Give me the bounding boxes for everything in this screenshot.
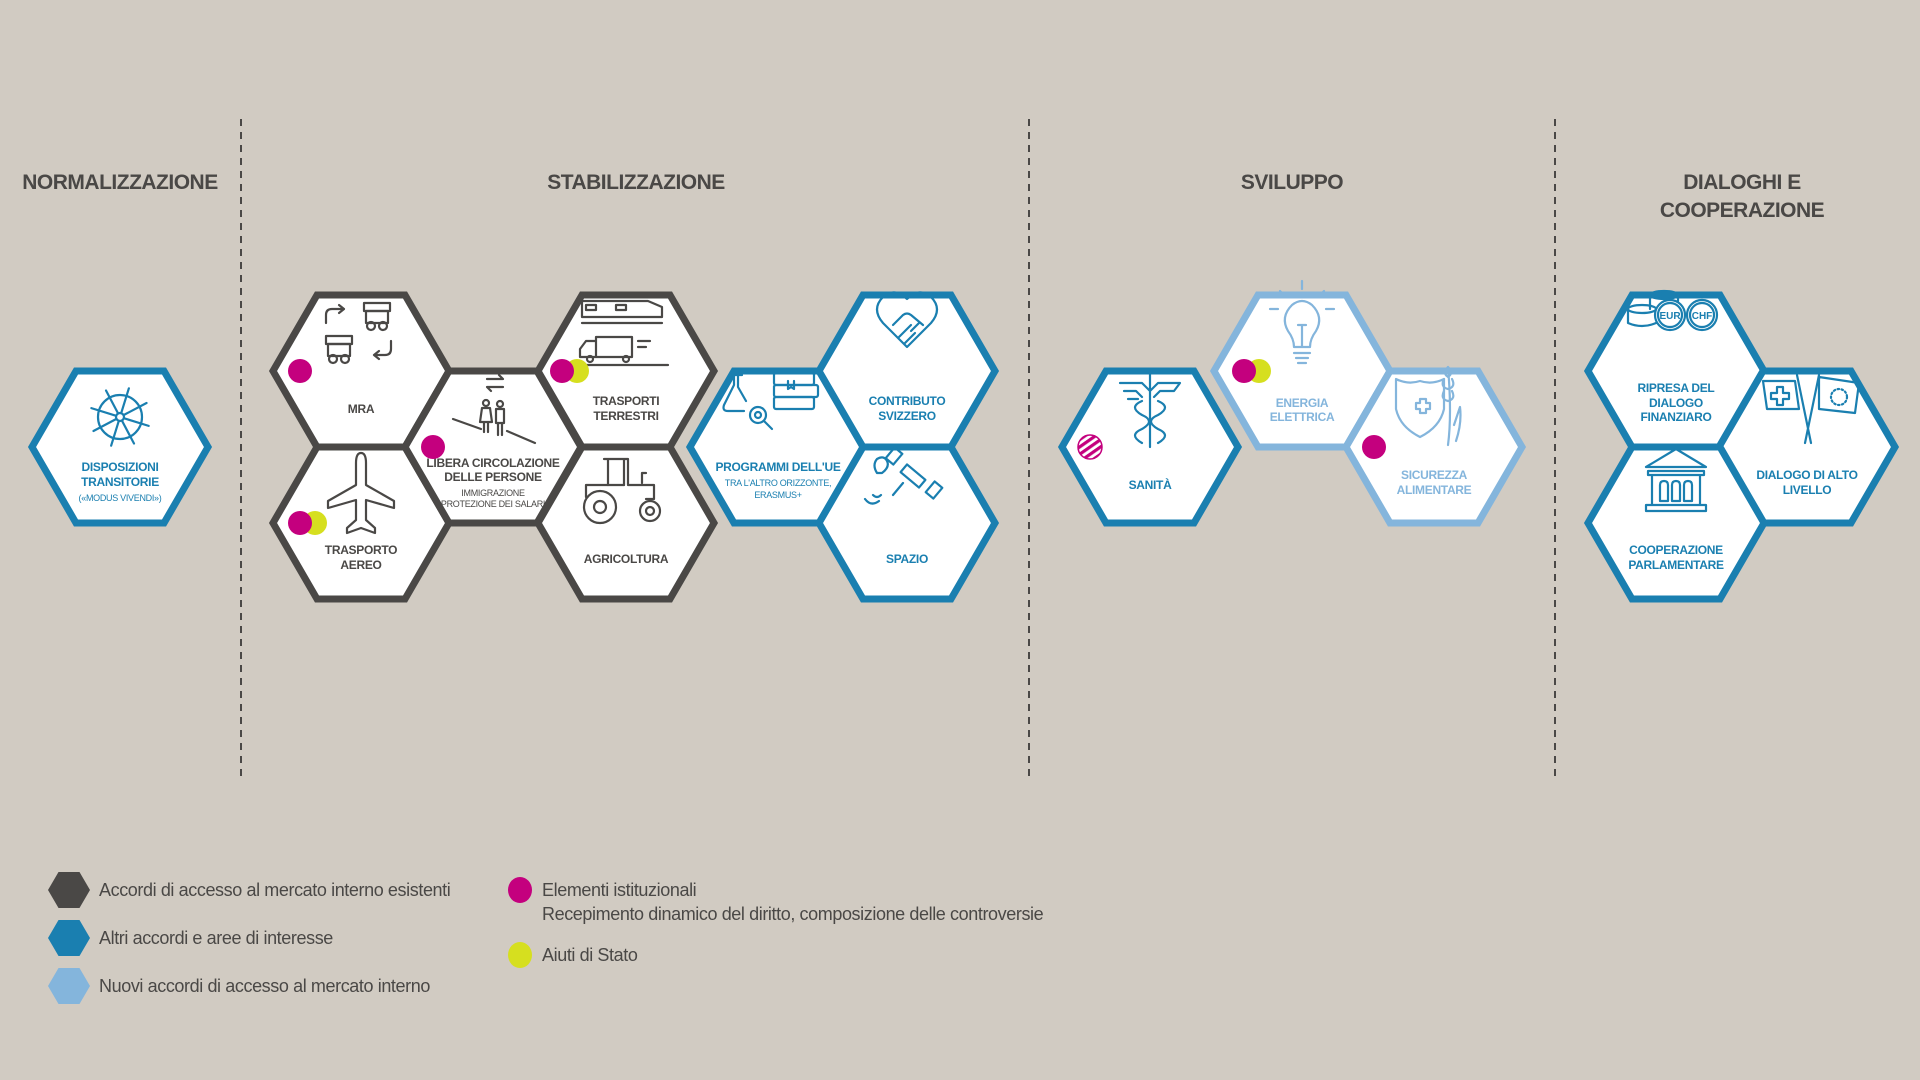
institutional-elements-dot	[421, 435, 445, 459]
hex-label: ENERGIA	[1276, 396, 1329, 410]
market-stall-exchange-icon	[324, 301, 393, 365]
hexagon-shape	[1341, 367, 1527, 527]
legend: Accordi di accesso al mercato interno es…	[48, 872, 1044, 1004]
legend-dot-state_aid	[508, 942, 532, 968]
section-headers: NORMALIZZAZIONE STABILIZZAZIONE SVILUPPO…	[22, 171, 1825, 222]
hex-label: TRASPORTI	[593, 394, 660, 408]
legend-hex-icon	[48, 968, 90, 1004]
hex-sublabel: TRA L'ALTRO ORIZZONTE,	[725, 478, 831, 488]
legend-label-state_aid: Aiuti di Stato	[542, 945, 638, 965]
shield-wheat-icon	[1394, 365, 1462, 447]
currency-label: CHF	[1692, 311, 1713, 322]
hex-label: SVIZZERO	[878, 409, 936, 423]
hexagon-shape	[27, 367, 213, 527]
hex-label: PROGRAMMI DELL'UE	[715, 460, 840, 474]
hex-label: LIVELLO	[1783, 483, 1832, 497]
hex-label: LIBERA CIRCOLAZIONE	[426, 456, 559, 470]
hex-sublabel: ERASMUS+	[754, 490, 801, 500]
hex-label: CONTRIBUTO	[869, 394, 946, 408]
satellite-icon	[863, 446, 944, 505]
hex-label: DIALOGO	[1649, 396, 1703, 410]
legend-detail-institutional: Recepimento dinamico del diritto, compos…	[542, 904, 1044, 924]
legend-label-other: Altri accordi e aree di interesse	[99, 928, 333, 948]
parliament-icon	[1644, 447, 1708, 513]
hex-sublabel: IMMIGRAZIONE	[461, 488, 525, 498]
hex-label: SANITÀ	[1129, 477, 1173, 492]
hex-label: SPAZIO	[886, 552, 928, 566]
hex-label: DELLE PERSONE	[444, 470, 542, 484]
hex-label: DISPOSIZIONI	[81, 460, 158, 474]
caduceus-icon	[1118, 371, 1182, 449]
hex-label: AEREO	[340, 558, 381, 572]
section-title-dialoghi: DIALOGHI E	[1683, 171, 1801, 194]
legend-hex-icon	[48, 872, 90, 908]
hex-agricoltura: AGRICOLTURA	[533, 443, 719, 603]
hex-label: MRA	[348, 402, 375, 416]
institutional-elements-dot	[288, 359, 312, 383]
hex-label: ALIMENTARE	[1397, 483, 1472, 497]
research-books-icon	[722, 371, 820, 431]
hex-sublabel: («MODUS VIVENDI»)	[79, 493, 162, 503]
airplane-icon	[326, 451, 396, 535]
hex-label: SICUREZZA	[1401, 468, 1468, 482]
institutional-elements-dot	[1362, 435, 1386, 459]
legend-dot-institutional	[508, 877, 532, 903]
section-title-sviluppo: SVILUPPO	[1241, 171, 1343, 194]
hex-label: FINANZIARO	[1641, 410, 1712, 424]
hex-label: ELETTRICA	[1270, 410, 1335, 424]
hexagon-shape	[533, 443, 719, 603]
hex-label: COOPERAZIONE	[1629, 543, 1723, 557]
legend-label-existing: Accordi di accesso al mercato interno es…	[99, 880, 450, 900]
hex-label: DIALOGO DI ALTO	[1756, 468, 1857, 482]
section-title-normalizzazione: NORMALIZZAZIONE	[22, 171, 218, 194]
institutional-elements-dot	[288, 511, 312, 535]
institutional-elements-striped-dot	[1077, 434, 1103, 460]
train-truck-icon	[574, 299, 670, 367]
hex-label: PARLAMENTARE	[1628, 558, 1724, 572]
institutional-elements-dot	[550, 359, 574, 383]
hex-sanit: SANITÀ	[1057, 367, 1243, 527]
heart-handshake-icon	[875, 291, 939, 349]
section-dividers	[240, 119, 1556, 776]
currency-label: EUR	[1659, 311, 1681, 322]
legend-label-new: Nuovi accordi di accesso al mercato inte…	[99, 976, 430, 996]
legend-hex-icon	[48, 920, 90, 956]
hex-label: TRASPORTO	[325, 543, 397, 557]
hex-label: TERRESTRI	[593, 409, 658, 423]
coins-icon	[1626, 289, 1719, 332]
tractor-icon	[582, 457, 662, 525]
hex-label: RIPRESA DEL	[1638, 381, 1715, 395]
lightbulb-icon	[1268, 279, 1336, 365]
institutional-elements-dot	[1232, 359, 1256, 383]
ship-wheel-icon	[90, 387, 150, 447]
hex-programmi-dell-ue: PROGRAMMI DELL'UE TRA L'ALTRO ORIZZONTE, E…	[685, 367, 871, 527]
section-title-stabilizzazione: STABILIZZAZIONE	[547, 171, 725, 194]
hex-sublabel: PROTEZIONE DEI SALARI	[441, 499, 545, 509]
hex-label: TRANSITORIE	[81, 475, 159, 489]
legend-label-institutional: Elementi istituzionali	[542, 880, 696, 900]
hex-label: AGRICOLTURA	[584, 552, 669, 566]
hex-spazio: SPAZIO	[814, 443, 1000, 603]
section-title-dialoghi-line2: COOPERAZIONE	[1660, 199, 1825, 222]
flags-icon	[1761, 373, 1861, 445]
hexagon-shape	[814, 443, 1000, 603]
people-exchange-icon	[451, 373, 537, 445]
hexagon-shape	[1583, 443, 1769, 603]
